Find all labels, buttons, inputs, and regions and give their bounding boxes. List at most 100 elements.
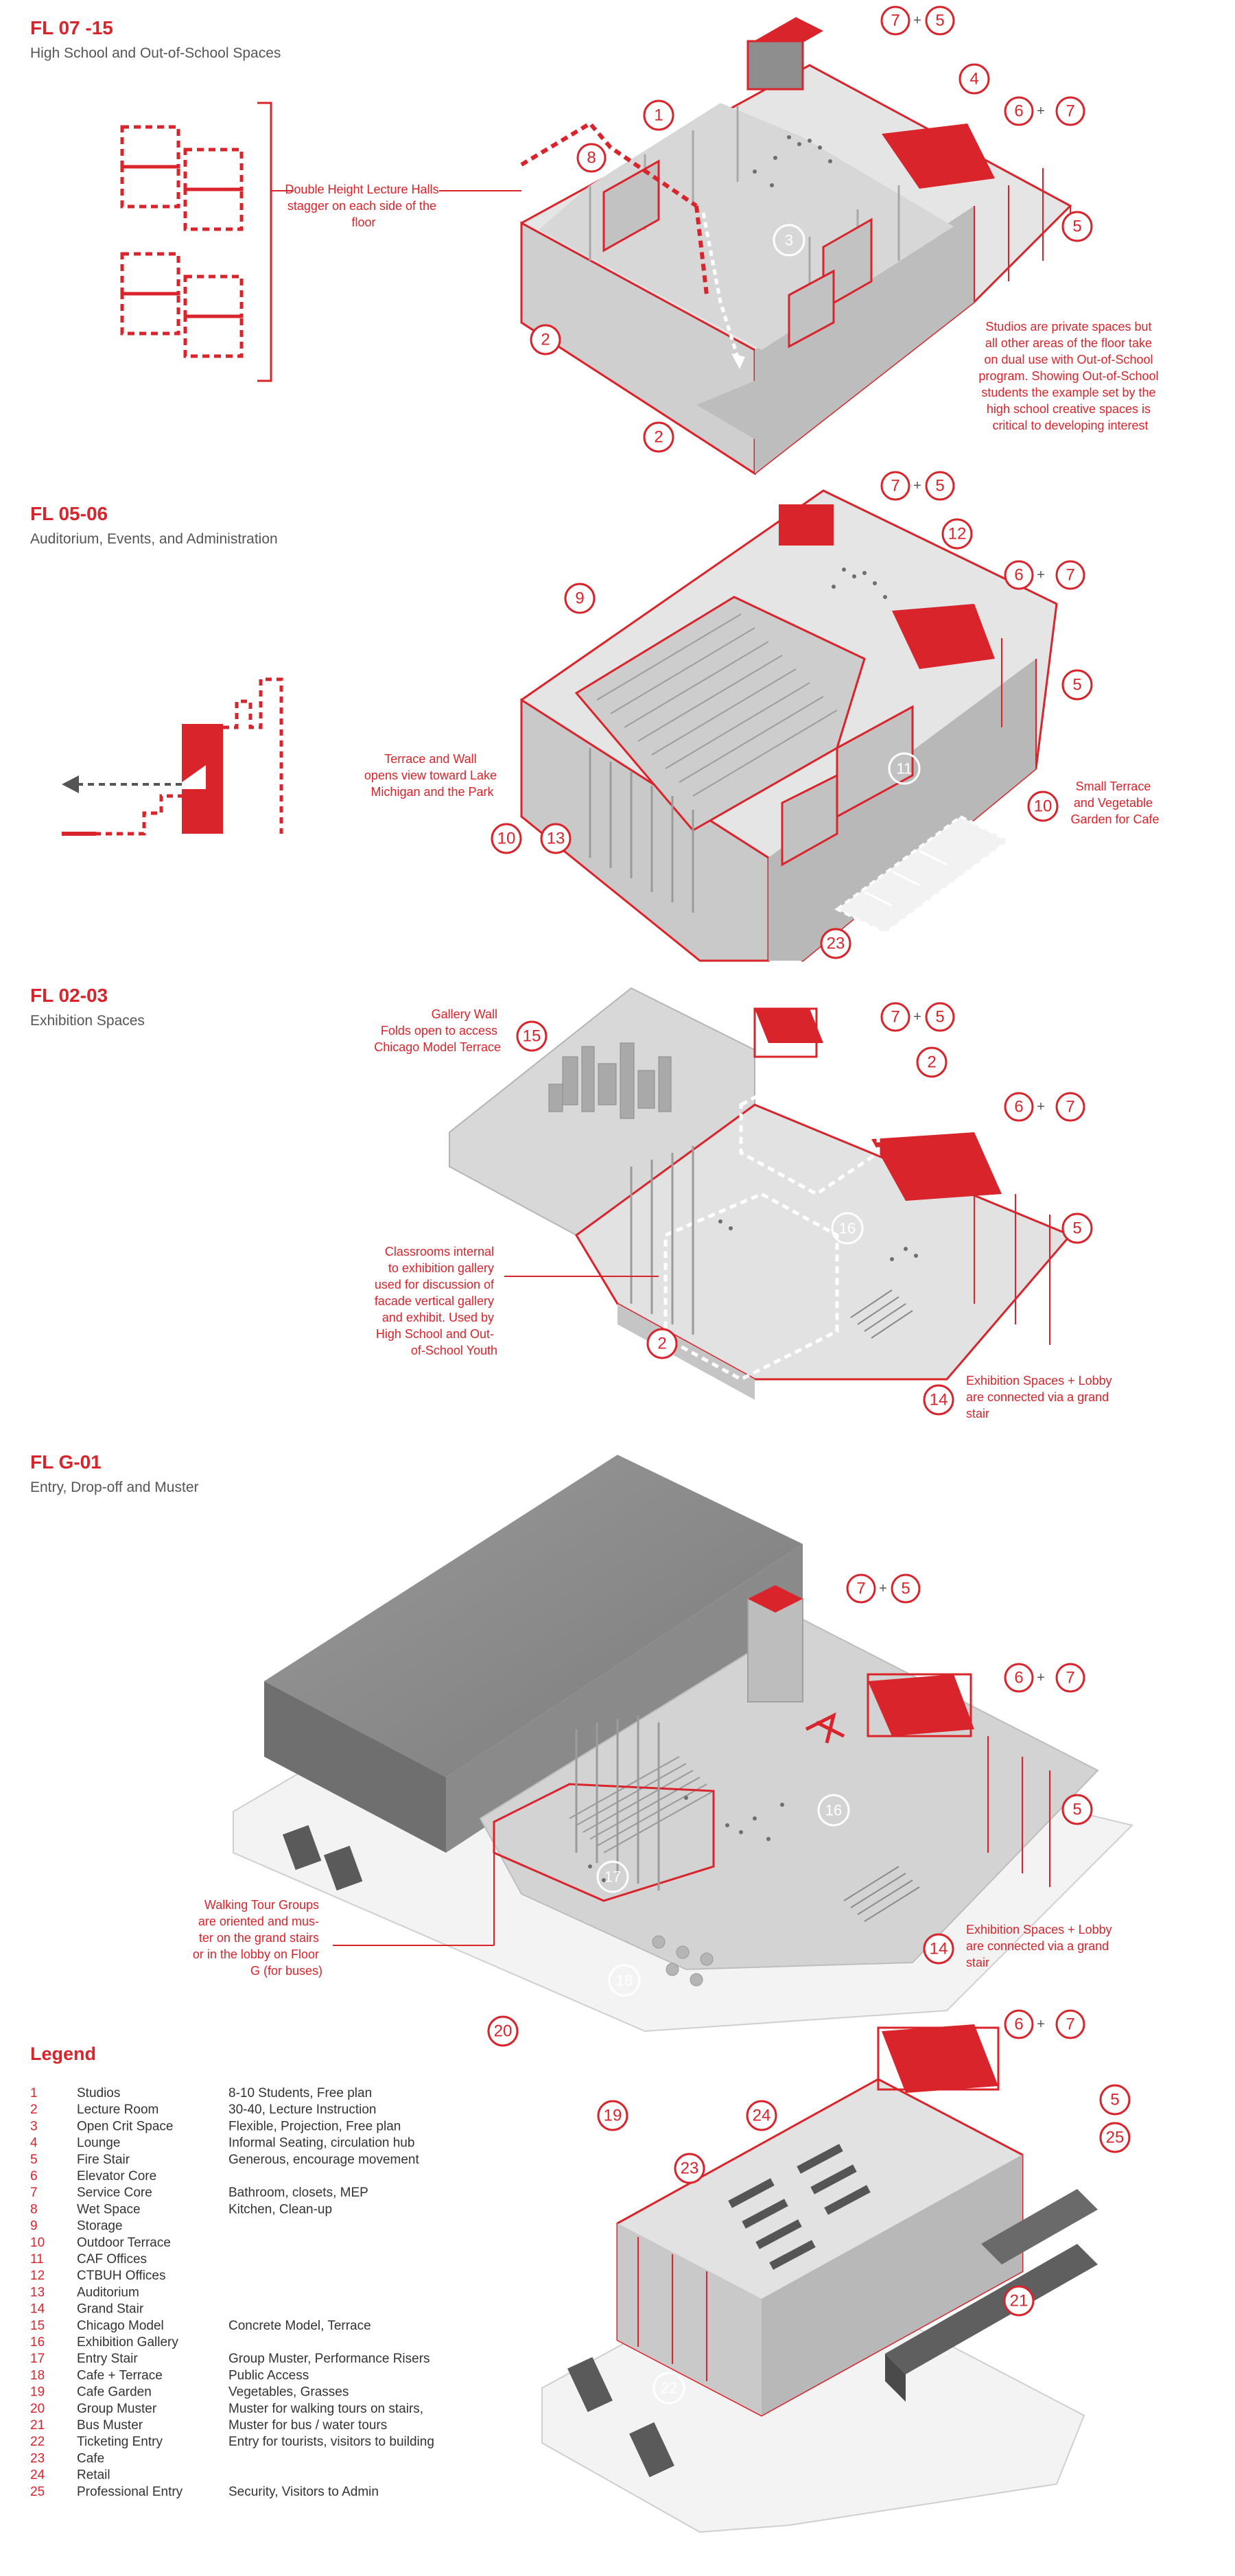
legend-item-name: Professional Entry	[77, 2485, 183, 2499]
floor-title: FL 05-06	[30, 503, 108, 524]
legend-item-number: 24	[30, 2468, 45, 2483]
svg-text:10: 10	[1034, 797, 1052, 816]
svg-text:6: 6	[1014, 102, 1023, 121]
badge-12: 12	[941, 518, 973, 550]
legend-item: 23 Cafe	[30, 2451, 104, 2466]
studios-note: Studios are private spaces but all other…	[978, 320, 1162, 432]
legend-item: 4 Lounge Informal Seating, circulation hub	[30, 2136, 414, 2151]
terrace-wall-note: Terrace and Wall opens view toward Lake …	[364, 752, 500, 799]
legend-item-number: 19	[30, 2385, 45, 2400]
svg-text:5: 5	[1072, 1219, 1081, 1238]
floor-subtitle: Entry, Drop-off and Muster	[30, 1479, 199, 1495]
legend-item-name: Retail	[77, 2468, 110, 2483]
legend-item-name: Lounge	[77, 2136, 120, 2151]
exhibition-lobby-note: Exhibition Spaces + Lobby are connected …	[966, 1374, 1116, 1420]
legend-item-number: 6	[30, 2169, 38, 2183]
legend-item-description: Public Access	[228, 2368, 309, 2382]
legend-item-name: Service Core	[77, 2186, 152, 2200]
badge-19: 19	[597, 2100, 628, 2131]
badge-25: 25	[1099, 2122, 1131, 2153]
legend-item-description: 8-10 Students, Free plan	[228, 2086, 372, 2100]
svg-text:23: 23	[827, 935, 845, 953]
lecture-halls-section-diagram	[120, 125, 244, 358]
svg-text:5: 5	[1072, 676, 1081, 694]
ground-floor-building	[541, 2024, 1098, 2533]
legend-item-description: Entry for tourists, visitors to building	[228, 2435, 434, 2449]
legend-item-number: 13	[30, 2285, 45, 2299]
badge-2-ex-top: 2	[916, 1046, 948, 1078]
legend-item-number: 3	[30, 2119, 38, 2133]
floor-05-06-building	[520, 489, 1058, 962]
legend-item-name: Entry Stair	[77, 2352, 138, 2366]
legend-item-number: 17	[30, 2352, 45, 2366]
floor-subtitle: Exhibition Spaces	[30, 1013, 145, 1029]
legend-item-description: Muster for walking tours on stairs,	[228, 2402, 423, 2416]
svg-text:18: 18	[616, 1972, 633, 1989]
badge-2-bottom: 2	[643, 421, 674, 453]
badge-15: 15	[516, 1020, 548, 1052]
exhibition-lobby-note-g: Exhibition Spaces + Lobby are connected …	[966, 1923, 1116, 1969]
floor-02-03-section: FL 02-03 Exhibition Spaces Gallery Wall …	[30, 985, 1116, 1420]
legend-item-name: Ticketing Entry	[77, 2435, 163, 2449]
svg-text:2: 2	[927, 1053, 936, 1072]
floor-title: FL 02-03	[30, 985, 108, 1006]
svg-text:5: 5	[935, 1008, 944, 1027]
legend-title: Legend	[30, 2044, 96, 2064]
legend-item-name: Wet Space	[77, 2202, 141, 2216]
svg-text:11: 11	[897, 760, 913, 777]
classrooms-note: Classrooms internal to exhibition galler…	[375, 1245, 497, 1357]
badge-5-g: 5	[1061, 1794, 1093, 1825]
svg-text:16: 16	[839, 1220, 856, 1237]
badge-8: 8	[576, 143, 607, 173]
legend-item-name: Grand Stair	[77, 2302, 144, 2317]
legend-item-description: Group Muster, Performance Risers	[228, 2352, 430, 2366]
legend-item-name: Outdoor Terrace	[77, 2236, 171, 2250]
svg-text:3: 3	[785, 232, 793, 249]
legend-item-number: 15	[30, 2319, 45, 2333]
svg-text:+: +	[1037, 1670, 1045, 1685]
svg-text:7: 7	[1066, 1669, 1074, 1687]
svg-text:15: 15	[523, 1027, 541, 1046]
svg-text:+: +	[1037, 2017, 1045, 2032]
svg-text:+: +	[1037, 567, 1045, 583]
legend-item-name: Exhibition Gallery	[77, 2335, 178, 2350]
legend-item-number: 16	[30, 2335, 45, 2350]
legend-item: 17 Entry Stair Group Muster, Performance R…	[30, 2352, 430, 2366]
legend-item-number: 10	[30, 2236, 45, 2250]
legend-item: 24 Retail	[30, 2468, 110, 2483]
svg-text:+: +	[1037, 1099, 1045, 1114]
legend-item-number: 4	[30, 2136, 38, 2151]
legend-item-number: 14	[30, 2302, 45, 2317]
svg-text:5: 5	[935, 12, 944, 30]
legend-item-description: Security, Visitors to Admin	[228, 2485, 379, 2499]
svg-text:24: 24	[753, 2107, 771, 2125]
svg-text:+: +	[913, 13, 921, 28]
legend-item: 10 Outdoor Terrace	[30, 2236, 171, 2250]
legend-item-number: 2	[30, 2103, 38, 2117]
badge-23-bottom: 23	[674, 2153, 705, 2184]
svg-text:6: 6	[1014, 1669, 1023, 1687]
legend-item-description: Informal Seating, circulation hub	[228, 2136, 414, 2151]
legend-item-number: 23	[30, 2451, 45, 2466]
svg-text:14: 14	[930, 1940, 948, 1958]
legend-item-name: Cafe Garden	[77, 2385, 152, 2400]
legend-item-description: Kitchen, Clean-up	[228, 2202, 332, 2216]
badge-6-plus-7-ex: 6 + 7	[1004, 1092, 1085, 1122]
svg-text:16: 16	[825, 1802, 842, 1819]
svg-text:5: 5	[1072, 1801, 1081, 1819]
legend-item-name: Cafe	[77, 2451, 104, 2466]
legend-item-name: CTBUH Offices	[77, 2269, 166, 2283]
legend-item-number: 11	[30, 2252, 44, 2267]
badge-10-left: 10	[491, 823, 522, 854]
legend-item-name: Bus Muster	[77, 2418, 143, 2433]
svg-text:23: 23	[681, 2159, 699, 2178]
svg-text:19: 19	[604, 2107, 622, 2125]
legend-item-number: 20	[30, 2402, 45, 2416]
badge-6-plus-7-mid: 6 + 7	[1004, 560, 1085, 590]
legend-item-number: 9	[30, 2219, 38, 2234]
